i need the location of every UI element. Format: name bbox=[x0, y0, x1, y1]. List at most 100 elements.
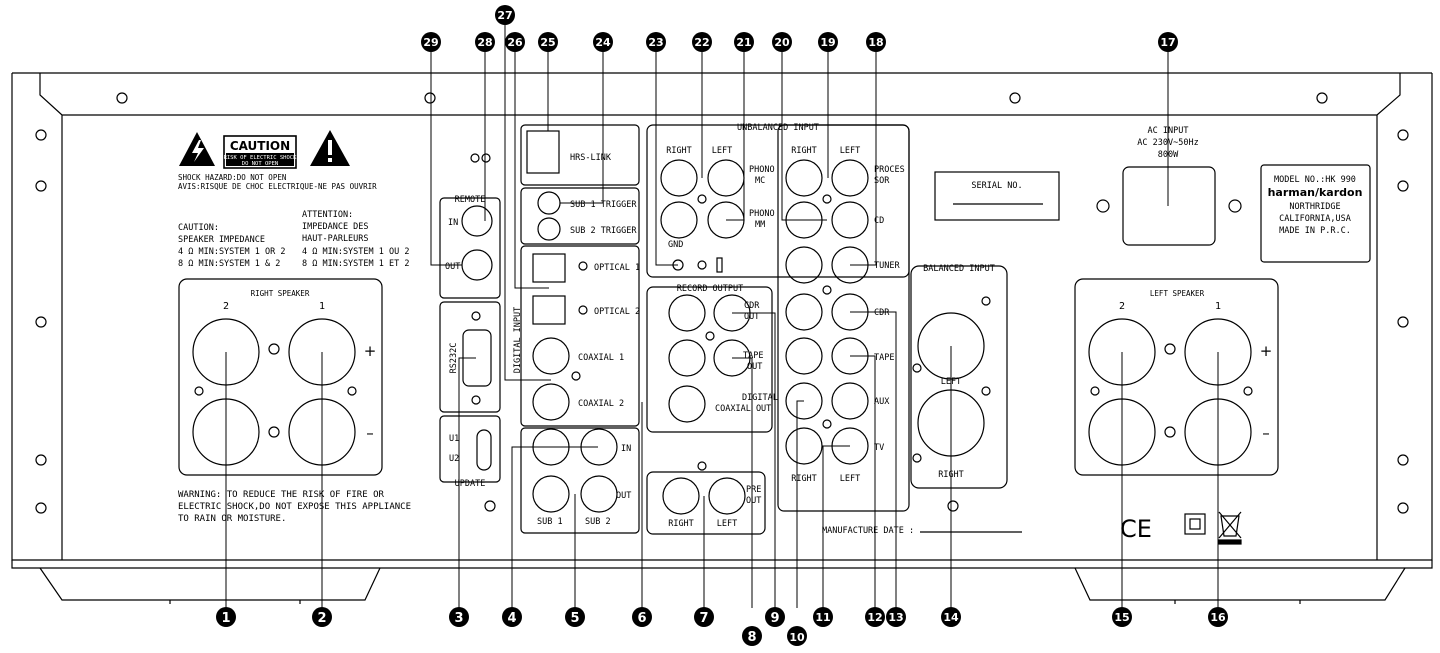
callout-14: 14 bbox=[941, 607, 961, 627]
svg-text:26: 26 bbox=[507, 36, 523, 49]
svg-text:MADE IN P.R.C.: MADE IN P.R.C. bbox=[1279, 226, 1351, 236]
svg-text:11: 11 bbox=[815, 611, 830, 624]
leader-lines bbox=[225, 22, 1219, 608]
svg-text:HRS-LINK: HRS-LINK bbox=[570, 153, 612, 163]
svg-text:9: 9 bbox=[770, 611, 779, 626]
unbalanced-input-block bbox=[646, 124, 910, 512]
caution-warning-icons bbox=[179, 130, 350, 169]
svg-text:LEFT: LEFT bbox=[840, 474, 860, 484]
svg-text:3: 3 bbox=[454, 611, 463, 626]
digital-input-block bbox=[520, 124, 640, 534]
svg-text:12: 12 bbox=[867, 611, 882, 624]
callout-26: 26 bbox=[505, 32, 525, 52]
svg-text:COAXIAL 1: COAXIAL 1 bbox=[578, 353, 624, 363]
svg-text:AUX: AUX bbox=[874, 397, 890, 407]
svg-text:OUT: OUT bbox=[747, 362, 762, 372]
svg-text:800W: 800W bbox=[1158, 150, 1179, 160]
svg-text:8: 8 bbox=[747, 630, 756, 645]
svg-text:DO NOT OPEN: DO NOT OPEN bbox=[242, 161, 278, 167]
callout-12: 12 bbox=[865, 607, 885, 627]
callout-13: 13 bbox=[886, 607, 906, 627]
left-speaker-terminals bbox=[1074, 278, 1279, 476]
svg-text:RS232C: RS232C bbox=[449, 343, 459, 374]
svg-text:OUT: OUT bbox=[616, 491, 631, 501]
callout-10: 10 bbox=[787, 626, 807, 646]
svg-text:RISK OF ELECTRIC SHOCK: RISK OF ELECTRIC SHOCK bbox=[224, 155, 298, 161]
callout-20: 20 bbox=[772, 32, 792, 52]
svg-text:COAXIAL OUT: COAXIAL OUT bbox=[715, 404, 771, 414]
svg-text:ATTENTION:: ATTENTION: bbox=[302, 210, 353, 220]
svg-text:CDR: CDR bbox=[744, 301, 760, 311]
svg-text:OUT: OUT bbox=[744, 312, 759, 322]
model-label-box bbox=[1260, 164, 1371, 263]
svg-text:10: 10 bbox=[789, 631, 805, 644]
callout-1: 1 bbox=[216, 607, 236, 627]
svg-text:6: 6 bbox=[637, 611, 646, 626]
svg-text:PHONO: PHONO bbox=[749, 165, 775, 175]
svg-text:19: 19 bbox=[820, 36, 835, 49]
svg-text:CDR: CDR bbox=[874, 308, 890, 318]
svg-text:2: 2 bbox=[223, 301, 229, 312]
svg-text:OUT: OUT bbox=[746, 496, 761, 506]
svg-text:UPDATE: UPDATE bbox=[455, 479, 486, 489]
ac-inlet bbox=[1096, 166, 1242, 246]
svg-text:CALIFORNIA,USA: CALIFORNIA,USA bbox=[1279, 214, 1351, 224]
svg-text:4 Ω MIN:SYSTEM 1 OR 2: 4 Ω MIN:SYSTEM 1 OR 2 bbox=[178, 247, 285, 257]
left-speaker-title: LEFT SPEAKER bbox=[1150, 289, 1205, 298]
callout-23: 23 bbox=[646, 32, 666, 52]
svg-text:REMOTE: REMOTE bbox=[455, 195, 486, 205]
svg-text:+: + bbox=[1260, 342, 1273, 360]
svg-text:CD: CD bbox=[874, 216, 884, 226]
svg-text:14: 14 bbox=[943, 611, 959, 624]
svg-text:TUNER: TUNER bbox=[874, 261, 900, 271]
svg-text:SUB 1 TRIGGER: SUB 1 TRIGGER bbox=[570, 200, 637, 210]
double-insulation-icon bbox=[1184, 513, 1206, 535]
svg-text:SPEAKER IMPEDANCE: SPEAKER IMPEDANCE bbox=[178, 235, 265, 245]
svg-text:21: 21 bbox=[736, 36, 751, 49]
svg-text:U2: U2 bbox=[449, 454, 459, 464]
svg-text:22: 22 bbox=[694, 36, 709, 49]
callout-11: 11 bbox=[813, 607, 833, 627]
svg-text:LEFT: LEFT bbox=[941, 377, 961, 387]
callout-16: 16 bbox=[1208, 607, 1228, 627]
caution-label: CAUTION bbox=[230, 139, 290, 153]
svg-text:ELECTRIC SHOCK,DO NOT EXPOSE T: ELECTRIC SHOCK,DO NOT EXPOSE THIS APPLIA… bbox=[178, 502, 411, 512]
svg-text:TAPE: TAPE bbox=[743, 351, 763, 361]
svg-text:20: 20 bbox=[774, 36, 790, 49]
brand-logo: harman/kardon bbox=[1268, 186, 1363, 199]
callout-6: 6 bbox=[632, 607, 652, 627]
svg-text:TO RAIN OR MOISTURE.: TO RAIN OR MOISTURE. bbox=[178, 514, 286, 524]
svg-text:13: 13 bbox=[888, 611, 903, 624]
right-speaker-title: RIGHT SPEAKER bbox=[251, 289, 310, 298]
svg-text:AC INPUT: AC INPUT bbox=[1148, 126, 1189, 136]
svg-text:IMPEDANCE DES: IMPEDANCE DES bbox=[302, 222, 369, 232]
serial-number-box bbox=[934, 171, 1060, 221]
svg-text:WARNING: TO REDUCE THE RISK O: WARNING: TO REDUCE THE RISK OF FIRE OR bbox=[178, 490, 384, 500]
right-speaker-terminals bbox=[178, 278, 383, 476]
svg-text:CAUTION:: CAUTION: bbox=[178, 223, 219, 233]
svg-text:SUB 2 TRIGGER: SUB 2 TRIGGER bbox=[570, 226, 637, 236]
callout-21: 21 bbox=[734, 32, 754, 52]
svg-text:PRE: PRE bbox=[746, 485, 761, 495]
svg-text:DIGITAL: DIGITAL bbox=[742, 393, 778, 403]
svg-text:RECORD OUTPUT: RECORD OUTPUT bbox=[677, 284, 744, 294]
svg-text:AVIS:RISQUE DE CHOC ELECTRIQUE: AVIS:RISQUE DE CHOC ELECTRIQUE-NE PAS OU… bbox=[178, 182, 377, 191]
callout-3: 3 bbox=[449, 607, 469, 627]
svg-text:PROCES: PROCES bbox=[874, 165, 905, 175]
callout-27: 27 bbox=[495, 5, 515, 25]
svg-text:BALANCED INPUT: BALANCED INPUT bbox=[923, 264, 995, 274]
svg-text:IN: IN bbox=[448, 218, 458, 228]
svg-text:–: – bbox=[1262, 424, 1270, 442]
svg-text:18: 18 bbox=[868, 36, 883, 49]
svg-text:MODEL NO.:HK 990: MODEL NO.:HK 990 bbox=[1274, 175, 1356, 185]
chassis-outline bbox=[11, 72, 1433, 604]
svg-text:OUT: OUT bbox=[445, 262, 460, 272]
svg-text:–: – bbox=[366, 424, 374, 442]
callout-15: 15 bbox=[1112, 607, 1132, 627]
svg-text:MM: MM bbox=[755, 220, 765, 230]
svg-text:PHONO: PHONO bbox=[749, 209, 775, 219]
svg-text:16: 16 bbox=[1210, 611, 1226, 624]
svg-text:SOR: SOR bbox=[874, 176, 890, 186]
weee-bin-icon bbox=[1218, 511, 1242, 539]
